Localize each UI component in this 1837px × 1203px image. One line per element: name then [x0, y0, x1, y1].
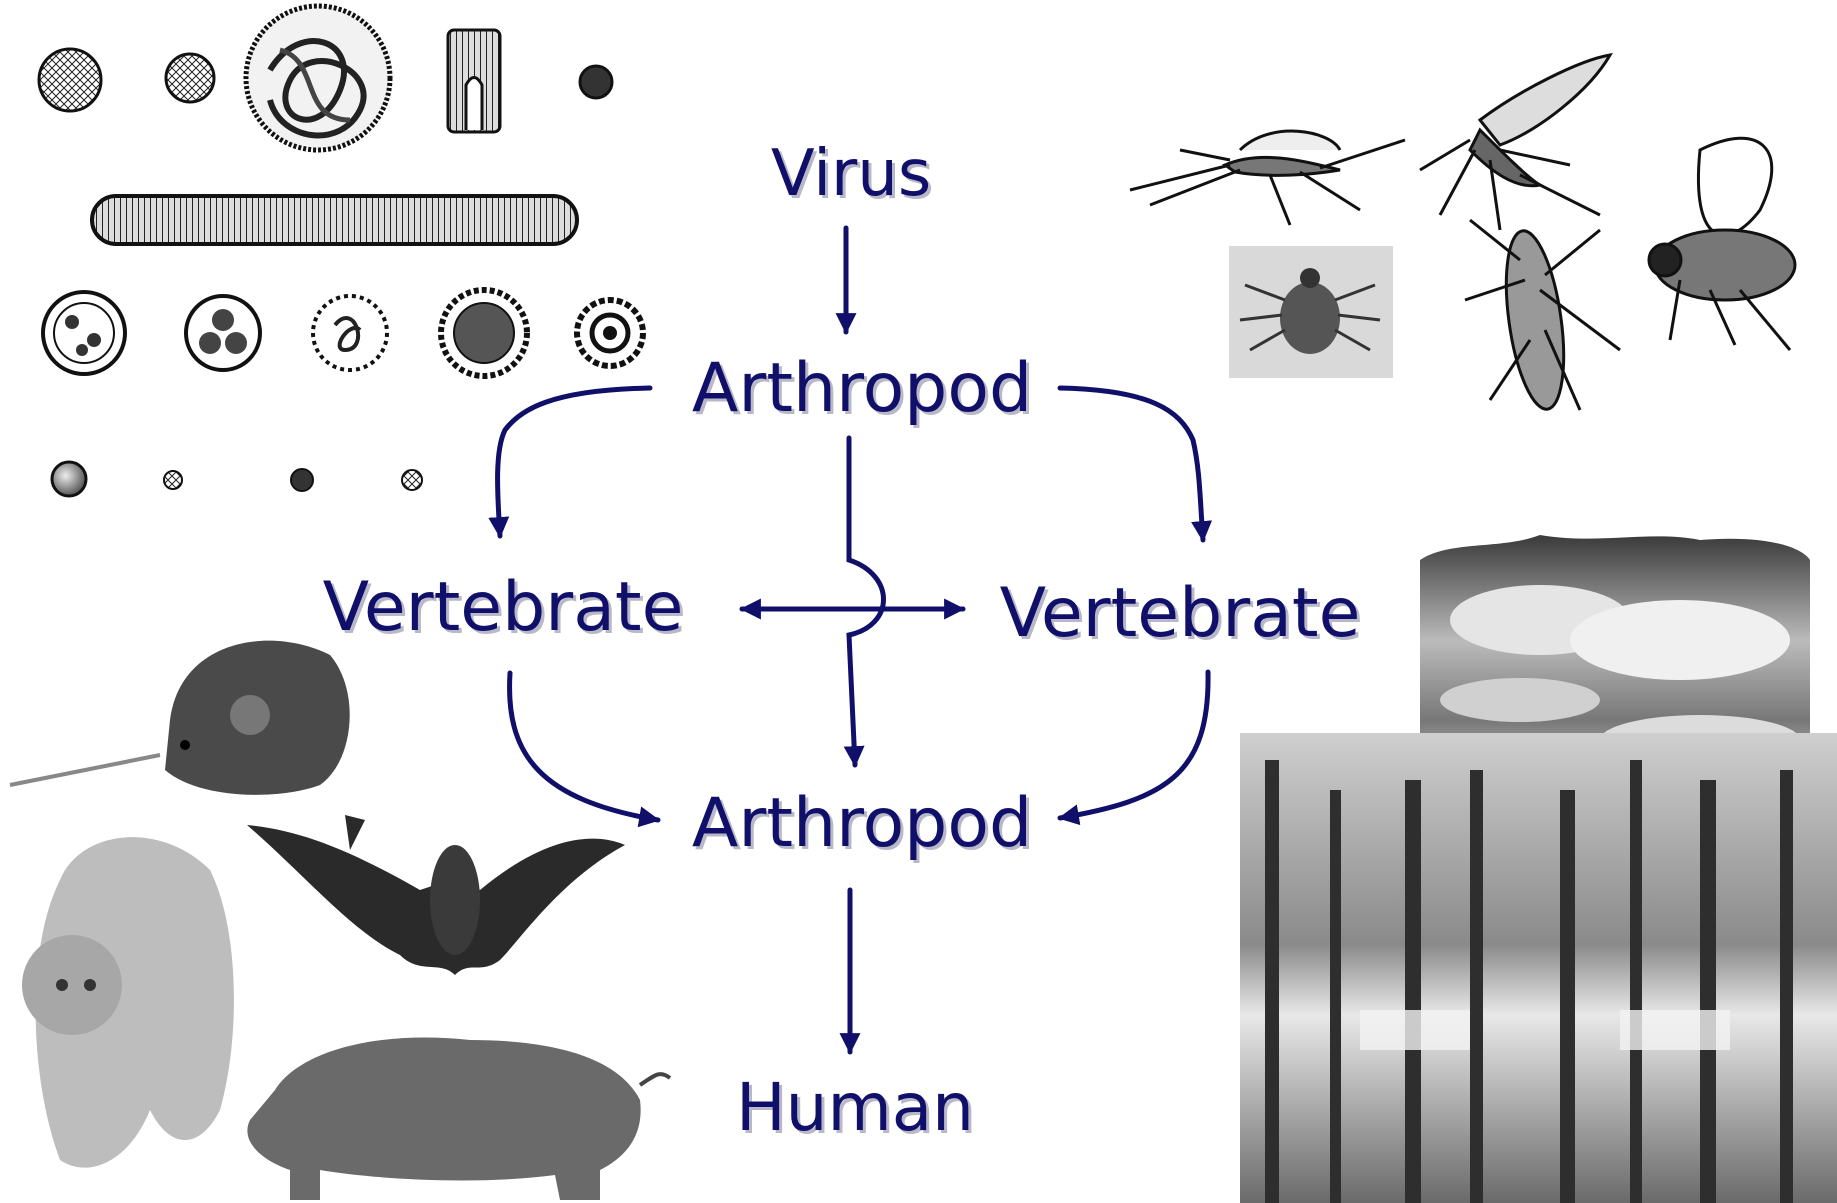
- arrow-vertebrate-left-to-arthropod: [510, 673, 658, 820]
- pig-photo: [247, 1037, 670, 1200]
- bat-photo: [247, 815, 625, 975]
- monkey-photo: [22, 837, 234, 1168]
- arrow-arthropod-to-arthropod: [849, 438, 884, 765]
- virus-particles-illustration: [39, 6, 643, 496]
- node-arthropod-top: Arthropod: [692, 355, 1032, 423]
- node-vertebrate-right: Vertebrate: [1000, 580, 1361, 648]
- arrow-arthropod-to-vertebrate-left: [498, 388, 650, 536]
- arrow-arthropod-to-vertebrate-right: [1060, 388, 1203, 540]
- node-human: Human: [736, 1075, 974, 1141]
- arrow-vertebrate-right-to-arthropod: [1060, 672, 1208, 818]
- node-arthropod-bottom: Arthropod: [692, 790, 1032, 858]
- mouse-photo: [10, 641, 350, 795]
- node-virus: Virus: [771, 142, 931, 206]
- tick-photo: [1229, 246, 1393, 378]
- node-vertebrate-left: Vertebrate: [323, 574, 684, 642]
- forest-photo: [1240, 733, 1837, 1203]
